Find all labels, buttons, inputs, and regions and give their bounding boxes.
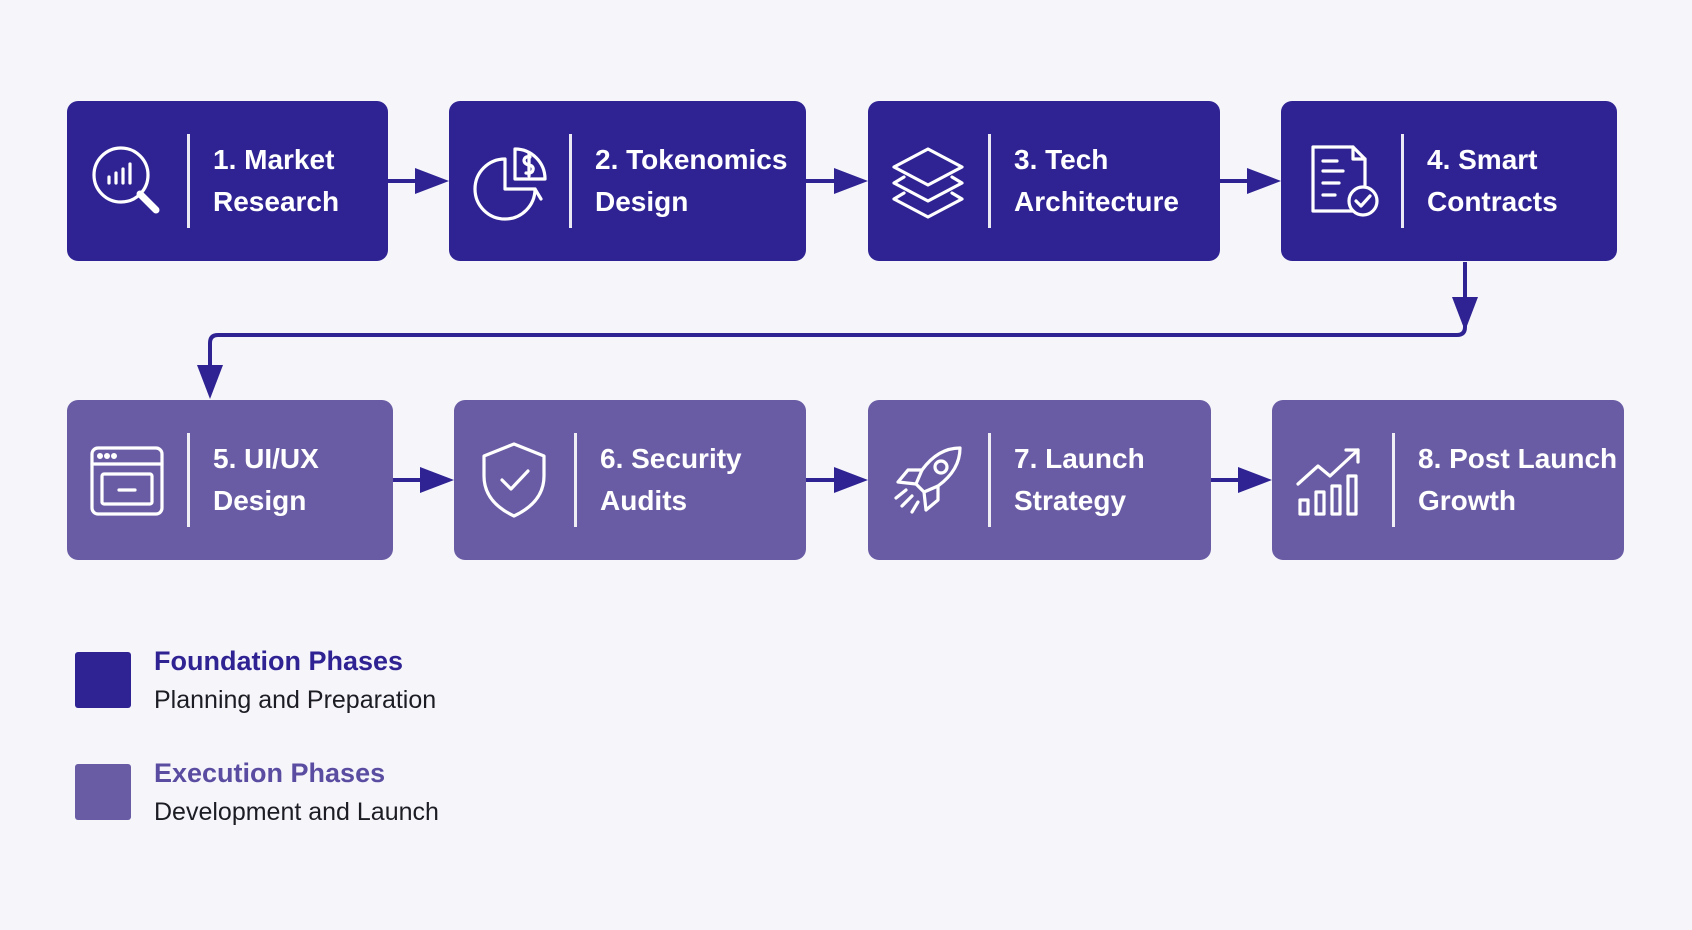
arrow-3-to-4 — [1220, 168, 1281, 194]
magnifier-chart-icon — [92, 146, 160, 214]
step-card-ui-ux-design: 5. UI/UX Design — [67, 400, 393, 560]
arrow-6-to-7 — [806, 467, 868, 493]
card-divider — [569, 134, 572, 228]
pie-chart-coin-icon — [473, 147, 547, 221]
step-card-post-launch-growth: 8. Post Launch Growth — [1272, 400, 1624, 560]
step-title-line1: 1. Market — [213, 144, 335, 175]
step-title-line2: Growth — [1418, 485, 1516, 516]
arrow-2-to-3 — [806, 168, 868, 194]
legend-swatch-foundation — [75, 652, 131, 708]
step-title-line1: 7. Launch — [1014, 443, 1145, 474]
legend-item-foundation: Foundation Phases Planning and Preparati… — [75, 646, 675, 726]
card-divider — [187, 134, 190, 228]
step-title-line1: 2. Tokenomics — [595, 144, 788, 175]
step-card-tokenomics-design: 2. Tokenomics Design — [449, 101, 806, 261]
legend-subtitle: Planning and Preparation — [154, 686, 437, 714]
card-divider — [1401, 134, 1404, 228]
card-divider — [574, 433, 577, 527]
step-title-line1: 6. Security — [600, 443, 742, 474]
rocket-icon — [894, 446, 962, 514]
step-card-launch-strategy: 7. Launch Strategy — [868, 400, 1211, 560]
arrow-4-to-5 — [197, 262, 1478, 399]
growth-chart-icon — [1296, 448, 1360, 516]
step-card-security-audits: 6. Security Audits — [454, 400, 806, 560]
card-divider — [1392, 433, 1395, 527]
step-title-line1: 8. Post Launch — [1418, 443, 1618, 474]
legend-subtitle: Development and Launch — [154, 798, 439, 826]
legend-swatch-execution — [75, 764, 131, 820]
step-title-line2: Design — [213, 485, 307, 516]
shield-check-icon — [482, 442, 546, 518]
step-title-line2: Strategy — [1014, 485, 1127, 516]
card-divider — [988, 134, 991, 228]
step-title-line2: Audits — [600, 485, 688, 516]
step-card-market-research: 1. Market Research — [67, 101, 388, 261]
step-title-line1: 4. Smart — [1427, 144, 1538, 175]
step-title-line2: Research — [213, 186, 340, 217]
step-title-line2: Contracts — [1427, 186, 1558, 217]
legend-item-execution: Execution Phases Development and Launch — [75, 758, 675, 838]
browser-window-icon — [90, 446, 164, 516]
document-check-icon — [1311, 145, 1379, 217]
step-card-tech-architecture: 3. Tech Architecture — [868, 101, 1220, 261]
arrow-5-to-6 — [393, 467, 454, 493]
card-divider — [988, 433, 991, 527]
step-title-line1: 5. UI/UX — [213, 443, 319, 474]
legend-title: Execution Phases — [154, 758, 386, 788]
arrow-1-to-2 — [388, 168, 449, 194]
step-title-line1: 3. Tech — [1014, 144, 1109, 175]
legend-title: Foundation Phases — [154, 646, 404, 676]
arrow-7-to-8 — [1211, 467, 1272, 493]
stacked-layers-icon — [892, 147, 964, 219]
step-title-line2: Architecture — [1014, 186, 1179, 217]
step-card-smart-contracts: 4. Smart Contracts — [1281, 101, 1617, 261]
card-divider — [187, 433, 190, 527]
step-title-line2: Design — [595, 186, 689, 217]
